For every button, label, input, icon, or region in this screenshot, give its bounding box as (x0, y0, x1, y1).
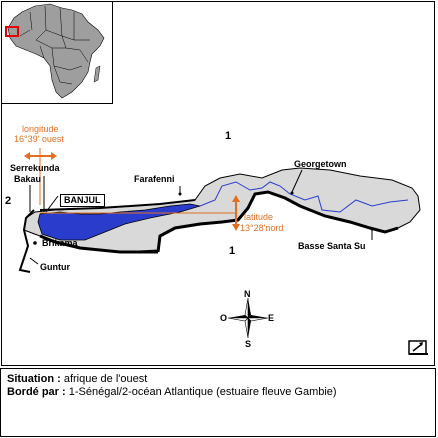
city-label-basse-santa-su: Basse Santa Su (298, 241, 366, 251)
city-label-banjul: BANJUL (60, 194, 105, 207)
madagascar (93, 65, 101, 83)
map-frame (1, 1, 435, 366)
city-label-guntur: Guntur (40, 262, 70, 272)
country-label-senegal-north: 1 (225, 130, 232, 142)
longitude-label-title: longitude (22, 124, 59, 134)
africa-inset-map (5, 3, 105, 99)
farafenni-dot (178, 192, 182, 196)
compass-north: N (244, 289, 251, 299)
georgetown-dot (290, 191, 294, 195)
situation-row: Situation : afrique de l'ouest (7, 373, 429, 386)
georgetown-leader (291, 169, 303, 193)
compass-rose (227, 297, 269, 339)
banjul-leader (45, 195, 59, 213)
city-label-brikama: Brikama (42, 238, 78, 248)
borders-value: 1-Sénégal/2-océan Atlantique (estuaire f… (68, 386, 337, 398)
country-label-atlantic: 2 (5, 195, 12, 207)
northern-border (39, 199, 196, 211)
guntur-leader (29, 257, 39, 265)
western-coast (18, 209, 35, 273)
compass-east: E (268, 313, 275, 323)
longitude-arrow-right-head (51, 152, 57, 160)
city-label-serrekunda: Serrekunda (10, 163, 60, 173)
inset-frame (1, 1, 113, 104)
africa-borders (19, 5, 90, 85)
situation-value: afrique de l'ouest (63, 373, 148, 385)
resize-icon[interactable] (408, 338, 430, 356)
borders-row: Bordé par : 1-Sénégal/2-océan Atlantique… (7, 386, 429, 399)
southern-border (156, 190, 399, 253)
latitude-label-title: latitude (244, 212, 274, 222)
latitude-arrow-down-head (232, 224, 240, 231)
africa-continent (7, 3, 105, 99)
situation-label: Situation : (7, 373, 61, 385)
latitude-label-value: 13°28'nord (240, 223, 284, 233)
gambia-highlight (5, 26, 19, 37)
compass-west: O (220, 313, 228, 323)
brikama-dot (33, 241, 37, 245)
gambia-river (199, 181, 409, 213)
info-panel: Situation : afrique de l'ouest Bordé par… (0, 368, 436, 437)
city-label-farafenni: Farafenni (134, 174, 175, 184)
borders-label: Bordé par : (7, 386, 66, 398)
country-label-senegal-south: 1 (229, 245, 236, 257)
latitude-arrow-up-head (232, 195, 240, 202)
city-label-georgetown: Georgetown (294, 159, 347, 169)
southwest-border (39, 234, 158, 254)
longitude-label-value: 16°39' ouest (14, 134, 64, 144)
compass-south: S (245, 339, 252, 349)
longitude-arrow-left-head (24, 152, 30, 160)
city-label-bakau: Bakau (14, 174, 42, 184)
